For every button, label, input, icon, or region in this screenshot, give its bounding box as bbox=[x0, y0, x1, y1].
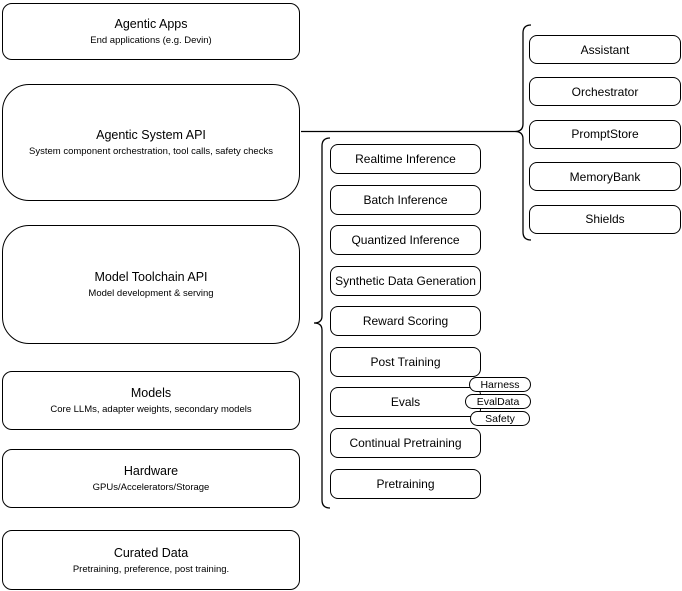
box-title: Model Toolchain API bbox=[94, 270, 208, 284]
layer-curated-data: Curated Data Pretraining, preference, po… bbox=[2, 530, 300, 590]
box-title: Agentic Apps bbox=[114, 17, 188, 31]
box-title: Models bbox=[130, 386, 172, 400]
system-component-orchestrator: Orchestrator bbox=[529, 77, 681, 106]
toolchain-item-batch-inference: Batch Inference bbox=[330, 184, 481, 215]
box-subtitle: Core LLMs, adapter weights, secondary mo… bbox=[50, 404, 252, 415]
box-subtitle: Model development & serving bbox=[88, 288, 214, 299]
box-subtitle: System component orchestration, tool cal… bbox=[29, 146, 273, 157]
toolchain-brace bbox=[313, 137, 331, 509]
box-title: Curated Data bbox=[113, 545, 189, 560]
layer-agentic-system-api: Agentic System API System component orch… bbox=[2, 84, 300, 201]
box-subtitle: End applications (e.g. Devin) bbox=[90, 35, 212, 46]
toolchain-item-post-training: Post Training bbox=[330, 346, 481, 377]
toolchain-item-quantized-inference: Quantized Inference bbox=[330, 225, 481, 255]
layer-model-toolchain-api: Model Toolchain API Model development & … bbox=[2, 225, 300, 344]
system-components-brace bbox=[514, 24, 532, 241]
toolchain-item-continual-pretraining: Continual Pretraining bbox=[330, 428, 481, 458]
box-subtitle: GPUs/Accelerators/Storage bbox=[92, 482, 210, 493]
system-component-shields: Shields bbox=[529, 204, 681, 234]
layer-hardware: Hardware GPUs/Accelerators/Storage bbox=[2, 449, 300, 508]
evals-tag-evaldata: EvalData bbox=[465, 394, 531, 409]
box-title: Agentic System API bbox=[96, 128, 206, 142]
toolchain-item-synthetic-data-generation: Synthetic Data Generation bbox=[330, 265, 481, 296]
system-component-memorybank: MemoryBank bbox=[529, 162, 681, 191]
toolchain-item-evals: Evals bbox=[330, 387, 481, 417]
evals-tag-safety: Safety bbox=[470, 411, 530, 426]
evals-tag-harness: Harness bbox=[469, 377, 531, 392]
layer-models: Models Core LLMs, adapter weights, secon… bbox=[2, 371, 300, 430]
system-component-promptstore: PromptStore bbox=[529, 119, 681, 149]
layer-agentic-apps: Agentic Apps End applications (e.g. Devi… bbox=[2, 3, 300, 60]
toolchain-item-reward-scoring: Reward Scoring bbox=[330, 306, 481, 336]
box-subtitle: Pretraining, preference, post training. bbox=[72, 563, 230, 575]
toolchain-item-pretraining: Pretraining bbox=[330, 468, 481, 499]
system-component-assistant: Assistant bbox=[529, 35, 681, 64]
toolchain-item-realtime-inference: Realtime Inference bbox=[330, 144, 481, 174]
box-title: Hardware bbox=[123, 464, 179, 478]
